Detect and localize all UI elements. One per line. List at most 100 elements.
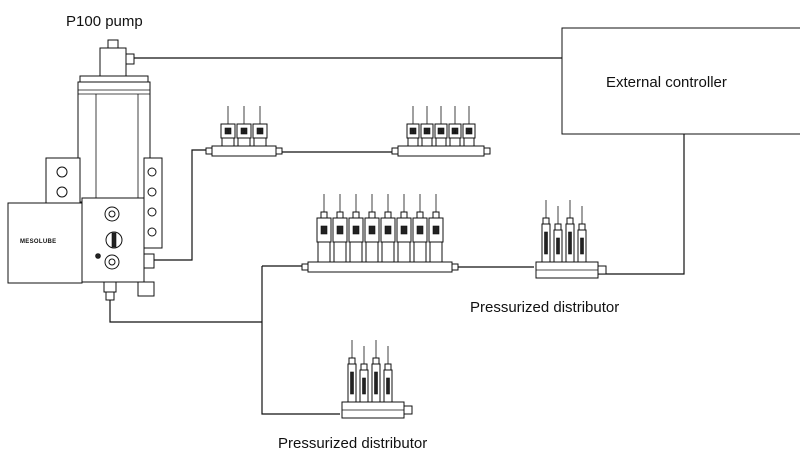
- valve-outlet: [396, 194, 412, 263]
- outlet-fitting: [352, 211, 360, 219]
- valve-outlet: 2: [420, 106, 434, 147]
- outlet-fitting: [384, 211, 392, 219]
- distributor-outlet: [541, 200, 551, 263]
- valve-port: [437, 127, 445, 135]
- valve-port: [451, 127, 459, 135]
- valve-block-small-top: 1 2 3: [205, 106, 283, 157]
- pump-label: P100 pump: [66, 13, 143, 30]
- valve-base: [407, 137, 419, 147]
- valve-base: [463, 137, 475, 147]
- distributor-outlet: [347, 340, 357, 403]
- distributor-outlet: [565, 200, 575, 263]
- valve-base: [317, 241, 331, 263]
- outlet-number: 1: [226, 130, 230, 136]
- outlet-fitting: [320, 211, 328, 219]
- valve-port: [384, 225, 392, 235]
- valve-base: [237, 137, 251, 147]
- pressurized-distributor-right: [535, 200, 607, 279]
- outlet-number: 1: [411, 130, 415, 136]
- valve-base: [397, 241, 411, 263]
- controller-signal-line: [597, 133, 685, 275]
- pump-bracket-left: [45, 157, 81, 207]
- external-controller-box: [561, 27, 800, 135]
- rail-inlet: [205, 147, 213, 155]
- outlet-fitting: [360, 363, 368, 371]
- outlet-number: 2: [242, 130, 246, 136]
- valve-port: [409, 127, 417, 135]
- valve-outlet: [316, 194, 332, 263]
- outlet-number: 3: [439, 130, 443, 136]
- valve-outlet: [380, 194, 396, 263]
- pump-connector: [99, 47, 127, 77]
- distributor-outlet: [383, 346, 393, 403]
- valve-port: [256, 127, 264, 135]
- valve-port: [336, 225, 344, 235]
- distributor-outlet: [359, 346, 369, 403]
- rail-inlet: [391, 147, 399, 155]
- valve-outlet: 3: [252, 106, 268, 147]
- valve-outlet: [332, 194, 348, 263]
- outlet-number: 3: [258, 130, 262, 136]
- cylinder-piston: [568, 231, 572, 255]
- valve-base: [413, 241, 427, 263]
- valve-base: [429, 241, 443, 263]
- valve-outlet: [412, 194, 428, 263]
- valve-outlet: 3: [434, 106, 448, 147]
- cylinder-piston: [556, 237, 560, 255]
- valve-block-middle: [301, 194, 459, 273]
- valve-rail: [397, 145, 485, 157]
- valve-port: [416, 225, 424, 235]
- valve-port: [400, 225, 408, 235]
- controller-label: External controller: [606, 74, 727, 91]
- valve-outlet: [428, 194, 444, 263]
- outlet-fitting: [368, 211, 376, 219]
- valve-outlet: 4: [448, 106, 462, 147]
- valve-port: [368, 225, 376, 235]
- valve-port: [320, 225, 328, 235]
- rail-inlet: [301, 263, 309, 271]
- valve-base: [435, 137, 447, 147]
- outlet-fitting: [554, 223, 562, 231]
- valve-outlet: 1: [220, 106, 236, 147]
- valve-outlet: 1: [406, 106, 420, 147]
- outlet-fitting: [566, 217, 574, 225]
- distributor-right-label: Pressurized distributor: [470, 299, 619, 316]
- outlet-fitting: [416, 211, 424, 219]
- valve-base: [421, 137, 433, 147]
- valve-port: [224, 127, 232, 135]
- rail-outlet: [275, 147, 283, 155]
- rail-outlet: [451, 263, 459, 271]
- outlet-fitting: [578, 223, 586, 231]
- outlet-number: 4: [453, 130, 457, 136]
- connection-lines: [109, 57, 685, 415]
- feed-line-trunk: [261, 266, 340, 415]
- valve-base: [365, 241, 379, 263]
- valve-base: [349, 241, 363, 263]
- feed-line-top: [118, 149, 212, 261]
- outlet-fitting: [542, 217, 550, 225]
- valve-base: [253, 137, 267, 147]
- valve-port: [352, 225, 360, 235]
- outlet-fitting: [400, 211, 408, 219]
- valve-outlet: 5: [462, 106, 476, 147]
- rail-outlet: [483, 147, 491, 155]
- outlet-fitting: [432, 211, 440, 219]
- distributor-outlet: [553, 206, 563, 263]
- valve-outlet: 2: [236, 106, 252, 147]
- valve-port: [465, 127, 473, 135]
- distributor-inlet: [597, 265, 607, 275]
- valve-base: [333, 241, 347, 263]
- valve-rail: [307, 261, 453, 273]
- valve-port: [432, 225, 440, 235]
- outlet-fitting: [384, 363, 392, 371]
- pump-control-box: [7, 202, 83, 284]
- cylinder-piston: [350, 371, 354, 395]
- valve-base: [221, 137, 235, 147]
- distributor-bottom-label: Pressurized distributor: [278, 435, 427, 452]
- p100-pump: MESOLUBE: [7, 39, 163, 301]
- cylinder-piston: [386, 377, 390, 395]
- valve-port: [240, 127, 248, 135]
- cylinder-piston: [544, 231, 548, 255]
